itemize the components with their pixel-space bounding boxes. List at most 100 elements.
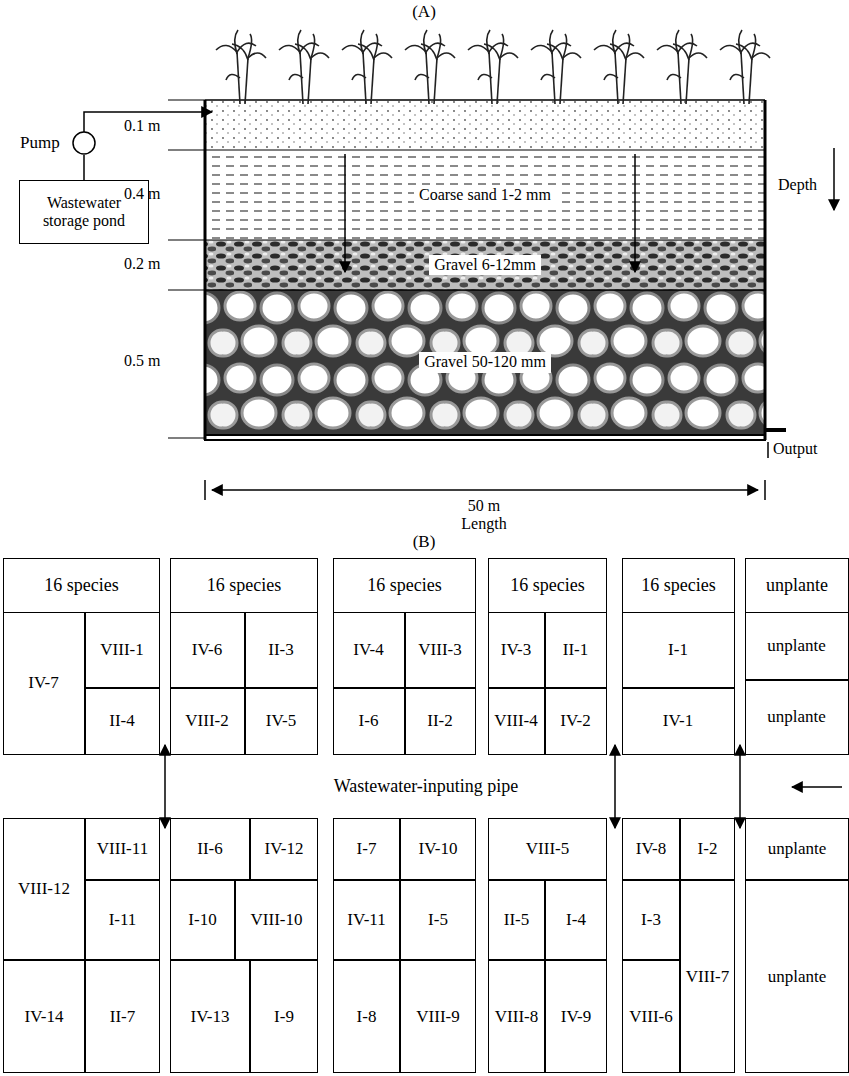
plant-stroke xyxy=(216,45,237,52)
node-label: II-3 xyxy=(268,640,293,660)
plot-cell: IV-8 xyxy=(622,818,680,880)
node-label: Gravel 6-12mm xyxy=(429,255,541,275)
plant-stroke xyxy=(248,53,266,58)
plot-cell: VIII-11 xyxy=(85,818,160,880)
node-label: IV-2 xyxy=(560,711,591,731)
plant-stroke xyxy=(374,34,378,58)
node-label: I-3 xyxy=(641,910,661,930)
plant-stroke xyxy=(371,58,374,104)
node-label: VIII-1 xyxy=(100,640,143,660)
block-heading: 16 species xyxy=(489,559,606,613)
node-label: VIII-2 xyxy=(185,711,228,731)
plant-stroke xyxy=(739,30,742,54)
plant-stroke xyxy=(550,30,553,54)
plant-stroke xyxy=(298,30,301,54)
depth-tick xyxy=(168,437,205,438)
plot-cell: I-1 xyxy=(622,612,735,688)
flow-arrow xyxy=(344,154,346,272)
dimension-label: Output xyxy=(773,440,817,458)
plant-stroke xyxy=(752,34,756,58)
species-block: 16 speciesI-1IV-1 xyxy=(622,558,735,755)
node-label: Gravel 50-120 mm xyxy=(419,352,551,372)
plant-stroke xyxy=(487,30,490,54)
node-label: IV-7 xyxy=(28,673,59,693)
dimension-label: 0.5 m xyxy=(124,352,160,370)
node-label: IV-3 xyxy=(501,640,532,660)
node-label: VIII-3 xyxy=(418,640,461,660)
plant-stroke xyxy=(667,74,681,80)
node-label: II-2 xyxy=(427,711,452,731)
plot-cell: VIII-9 xyxy=(400,960,476,1073)
plant-stroke xyxy=(563,34,567,58)
node-label: IV-11 xyxy=(347,910,385,930)
pump: Pump xyxy=(20,128,100,158)
node-label: I-8 xyxy=(357,1007,377,1027)
plant-stroke xyxy=(248,34,252,58)
plant xyxy=(216,30,266,104)
plant-stroke xyxy=(720,45,741,52)
inflow-arrow xyxy=(792,786,842,788)
node-label: I-6 xyxy=(359,711,379,731)
plot-cell: unplante xyxy=(745,680,849,755)
coarse-gravel-layer xyxy=(205,290,765,435)
species-block: unplanteunplanteunplante xyxy=(745,558,849,755)
depth-tick xyxy=(168,99,205,100)
pump-label: Pump xyxy=(20,133,60,153)
plot-cell: VIII-1 xyxy=(85,612,160,688)
plot-cell: VIII-4 xyxy=(488,688,545,755)
plant-stroke xyxy=(478,74,492,80)
plant-stroke xyxy=(311,53,329,58)
plot-cell: unplante xyxy=(745,612,849,680)
plant-stroke xyxy=(613,30,616,54)
node-label: IV-12 xyxy=(264,839,303,859)
node-label: IV-4 xyxy=(353,640,384,660)
bed-bottom xyxy=(204,439,766,441)
plot-cell: IV-13 xyxy=(170,960,250,1073)
plot-cell: VIII-7 xyxy=(680,880,735,1073)
node-label: I-10 xyxy=(188,910,216,930)
node-label: I-7 xyxy=(357,839,377,859)
plot-cell: I-11 xyxy=(85,880,160,960)
plant-stroke xyxy=(500,53,518,58)
plant-stroke xyxy=(415,74,429,80)
depth-tick xyxy=(168,289,205,290)
plant-stroke xyxy=(289,74,303,80)
node-label: II-1 xyxy=(563,640,588,660)
plant-stroke xyxy=(610,44,626,60)
plant-stroke xyxy=(437,53,455,58)
plot-cell: IV-2 xyxy=(545,688,607,755)
outlet-pipe xyxy=(765,428,786,432)
pipe-connector xyxy=(83,155,85,180)
plant-stroke xyxy=(424,30,427,54)
plant-stroke xyxy=(361,30,364,54)
depth-arrow xyxy=(833,148,835,210)
plant-stroke xyxy=(531,45,552,52)
pipe-branch-arrow xyxy=(614,745,616,828)
plant-stroke xyxy=(736,44,752,60)
plant-stroke xyxy=(434,58,437,104)
plot-cell: unplante xyxy=(745,818,849,880)
plant-stroke xyxy=(226,74,240,80)
node-label: VIII-9 xyxy=(416,1007,459,1027)
plot-cell: II-6 xyxy=(170,818,250,880)
node-label: unplante xyxy=(768,967,827,987)
node-label: VIII-4 xyxy=(494,711,537,731)
plant-stroke xyxy=(563,53,581,58)
plot-cell: I-7 xyxy=(333,818,400,880)
plot-cell: I-4 xyxy=(545,880,607,960)
bed-bottom xyxy=(204,434,766,436)
plant-stroke xyxy=(689,34,693,58)
node-label: VIII-6 xyxy=(629,1007,672,1027)
plot-cell: I-10 xyxy=(170,880,235,960)
plot-cell: IV-7 xyxy=(3,612,85,755)
plant-stroke xyxy=(500,34,504,58)
dimension-label: Depth xyxy=(778,176,817,194)
node-label: I-1 xyxy=(668,640,688,660)
block-heading: 16 species xyxy=(171,559,317,613)
plot-cell: VIII-2 xyxy=(170,688,245,755)
layer-boundary xyxy=(205,289,765,291)
plot-cell: II-5 xyxy=(488,880,545,960)
plot-cell: IV-6 xyxy=(170,612,245,688)
panel-label: (A) xyxy=(412,2,436,22)
